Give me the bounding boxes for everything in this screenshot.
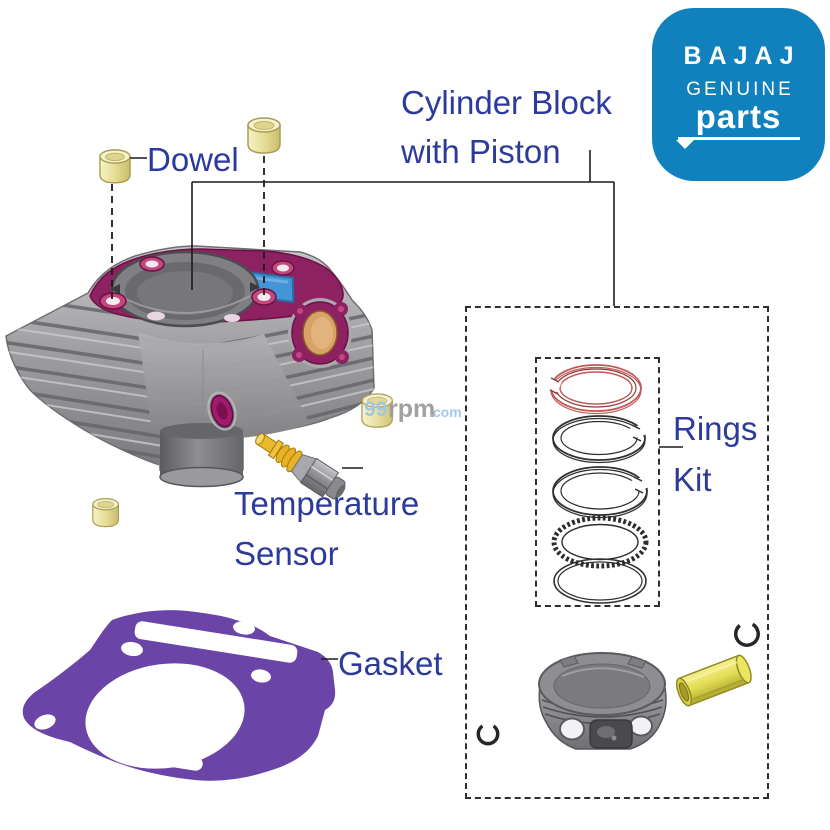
compression-ring-1 (545, 364, 642, 415)
gasket-label: Gasket (338, 645, 443, 682)
watermark-suffix: .com (429, 404, 462, 420)
front-boss (207, 391, 237, 431)
logo-arrow-icon (675, 140, 694, 149)
bajaj-logo-genuine-text: GENUINE (686, 79, 794, 100)
cylinder-kit-boundary-box (465, 306, 769, 799)
gasket-illustration (22, 610, 336, 781)
oil-ring-rail (553, 558, 647, 604)
dowel-alignment-dashed-lines (111, 156, 265, 300)
rings-kit-illustration (545, 364, 649, 604)
leader-lines (130, 150, 683, 660)
logo-underline (675, 137, 800, 149)
exhaust-port (288, 298, 352, 368)
rings-kit-boundary-box (535, 357, 660, 607)
bajaj-logo: BAJAJ GENUINE parts (652, 8, 825, 181)
compression-ring-2 (552, 415, 647, 464)
temperature-sensor-label: Temperature Sensor (234, 479, 419, 579)
temperature-sensor-illustration (255, 433, 346, 500)
dowel-pin-3 (92, 498, 120, 528)
cylinder-block-illustration (5, 245, 375, 488)
bajaj-logo-brand-text: BAJAJ (683, 42, 801, 70)
watermark-name: rpm (388, 395, 436, 423)
watermark-prefix: 99 (364, 398, 388, 421)
head-bolt-holes (99, 256, 295, 322)
cylinder-spigot (159, 423, 244, 488)
bajaj-logo-parts-text: parts (695, 98, 782, 135)
rings-kit-label-line2: Kit (673, 461, 712, 498)
cylinder-block-label-line1: Cylinder Block (401, 84, 612, 121)
temperature-sensor-label-line1: Temperature (234, 485, 420, 522)
piston-illustration (538, 652, 667, 750)
dowel-pin-1 (99, 149, 131, 184)
piston-pin-illustration (675, 654, 752, 707)
temperature-sensor-label-line2: Sensor (234, 535, 339, 572)
cylinder-block-label-line2: with Piston (401, 133, 561, 170)
cylinder-block-label: Cylinder Block with Piston (401, 78, 612, 176)
rings-kit-label: Rings Kit (673, 403, 757, 505)
block-top-gasket-face (89, 248, 344, 328)
dowel-pin-2 (247, 117, 281, 154)
dowel-label: Dowel (147, 141, 239, 178)
circlip-2 (476, 724, 500, 746)
rings-kit-label-line1: Rings (673, 410, 758, 447)
